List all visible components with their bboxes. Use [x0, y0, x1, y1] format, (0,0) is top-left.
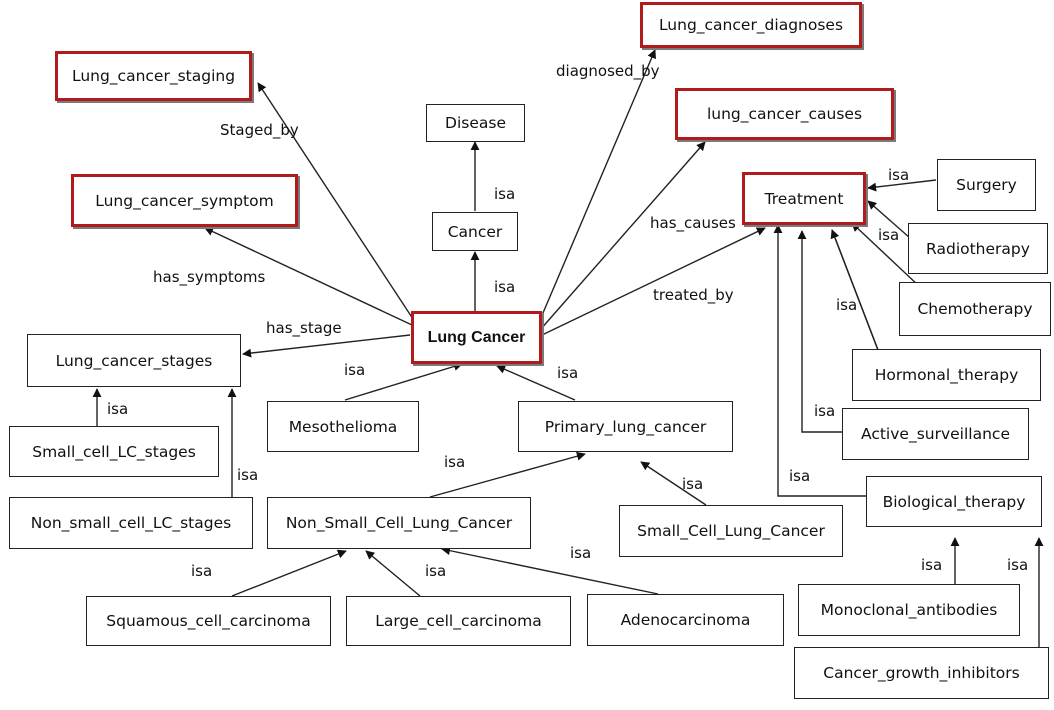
edge-has-stage — [242, 334, 411, 358]
node-lung-cancer-causes: lung_cancer_causes — [675, 88, 894, 140]
label-isa-surgery: isa — [888, 166, 910, 184]
label-has-symptoms: has_symptoms — [153, 268, 266, 286]
edge-isa-surgery — [867, 179, 937, 192]
node-large-cell-carcinoma: Large_cell_carcinoma — [346, 596, 571, 646]
edge-isa-chemotherapy — [851, 222, 921, 288]
node-squamous-cell-carcinoma: Squamous_cell_carcinoma — [86, 596, 331, 646]
edge-isa-active-surveillance — [797, 230, 842, 433]
edge-isa-nsclc — [429, 451, 586, 498]
label-isa-monoclonal: isa — [921, 556, 943, 574]
node-cancer: Cancer — [432, 212, 518, 251]
label-isa-adenocarcinoma: isa — [570, 544, 592, 562]
label-isa-cancer-disease: isa — [494, 185, 516, 203]
node-surgery: Surgery — [937, 159, 1036, 211]
label-isa-radiotherapy: isa — [878, 226, 900, 244]
label-isa-nsclc: isa — [444, 453, 466, 471]
label-staged-by: Staged_by — [220, 121, 299, 139]
label-isa-active-surveillance: isa — [814, 402, 836, 420]
label-isa-mesothelioma: isa — [344, 361, 366, 379]
node-lung-cancer: Lung Cancer — [411, 311, 542, 364]
label-has-stage: has_stage — [266, 319, 342, 337]
node-non-small-cell-lung-cancer: Non_Small_Cell_Lung_Cancer — [267, 497, 531, 549]
label-treated-by: treated_by — [653, 286, 734, 304]
node-hormonal-therapy: Hormonal_therapy — [852, 349, 1041, 401]
label-isa-squamous: isa — [191, 562, 213, 580]
label-isa-non-small-stages: isa — [237, 466, 259, 484]
node-cancer-growth-inhibitors: Cancer_growth_inhibitors — [794, 647, 1049, 699]
node-lung-cancer-symptom: Lung_cancer_symptom — [71, 174, 298, 227]
node-small-cell-lc-stages: Small_cell_LC_stages — [9, 426, 219, 477]
edge-has-causes — [539, 141, 706, 331]
edge-treated-by — [541, 227, 766, 336]
edge-diagnosed-by — [539, 49, 656, 321]
node-primary-lung-cancer: Primary_lung_cancer — [518, 401, 733, 452]
node-radiotherapy: Radiotherapy — [908, 223, 1048, 274]
node-small-cell-lung-cancer: Small_Cell_Lung_Cancer — [619, 505, 843, 557]
edge-isa-mesothelioma — [344, 362, 463, 401]
edge-isa-adenocarcinoma — [441, 546, 659, 595]
label-isa-small-cell-stages: isa — [107, 400, 129, 418]
node-treatment: Treatment — [742, 172, 866, 225]
edge-isa-large-cell — [365, 550, 421, 597]
label-isa-lung-cancer-cancer: isa — [494, 278, 516, 296]
edge-isa-primary — [496, 365, 576, 401]
node-lung-cancer-stages: Lung_cancer_stages — [27, 334, 241, 387]
label-isa-primary: isa — [557, 364, 579, 382]
node-lung-cancer-diagnoses: Lung_cancer_diagnoses — [640, 2, 862, 48]
node-disease: Disease — [426, 104, 525, 142]
label-isa-growth-inhibitors: isa — [1007, 556, 1029, 574]
node-monoclonal-antibodies: Monoclonal_antibodies — [798, 584, 1020, 636]
edge-isa-squamous — [231, 549, 347, 597]
edge-staged-by — [257, 82, 416, 323]
node-mesothelioma: Mesothelioma — [267, 401, 419, 452]
label-isa-chemotherapy: isa — [836, 296, 858, 314]
label-isa-large-cell: isa — [425, 562, 447, 580]
edge-isa-small-cell-lung — [640, 461, 707, 506]
label-has-causes: has_causes — [650, 214, 736, 232]
node-lung-cancer-staging: Lung_cancer_staging — [55, 51, 252, 101]
label-isa-small-cell-lung: isa — [682, 475, 704, 493]
edge-has-symptoms — [204, 227, 413, 326]
node-active-surveillance: Active_surveillance — [842, 408, 1029, 460]
node-biological-therapy: Biological_therapy — [866, 476, 1042, 527]
node-adenocarcinoma: Adenocarcinoma — [587, 594, 784, 646]
node-chemotherapy: Chemotherapy — [899, 282, 1051, 336]
label-diagnosed-by: diagnosed_by — [556, 62, 660, 80]
label-isa-biological: isa — [789, 467, 811, 485]
node-non-small-cell-lc-stages: Non_small_cell_LC_stages — [9, 497, 253, 549]
edge-isa-biological — [773, 224, 866, 497]
edge-isa-radiotherapy — [867, 200, 911, 239]
